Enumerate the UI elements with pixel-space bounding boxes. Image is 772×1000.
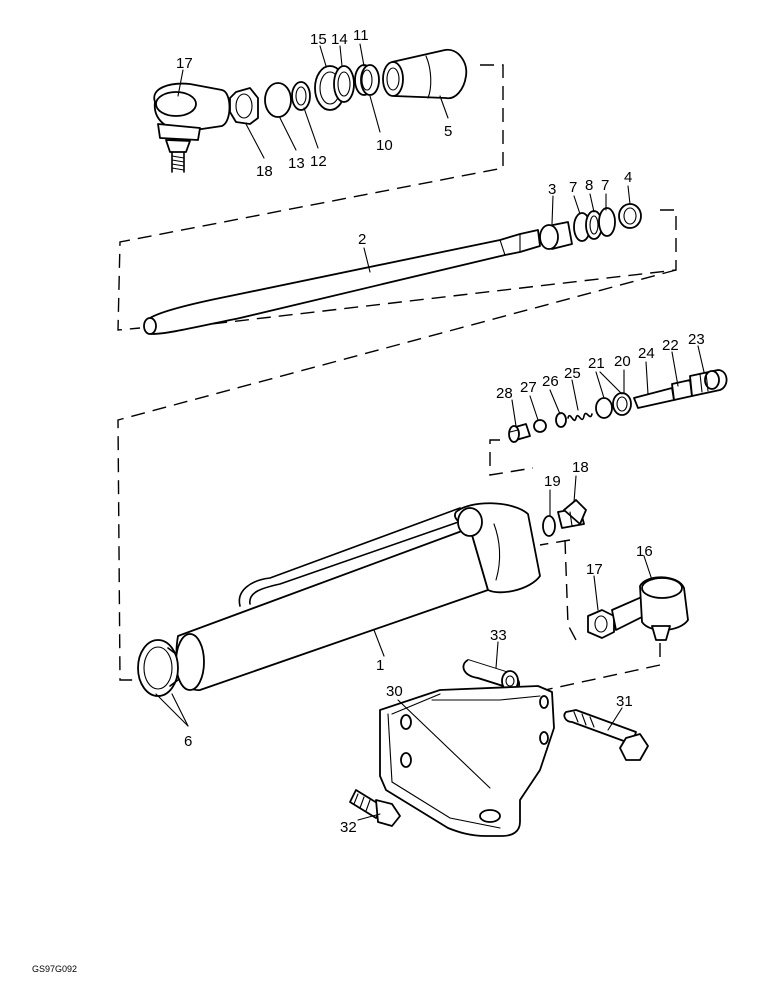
- callout-15: 16: [636, 543, 653, 560]
- callout-13: 14: [331, 31, 348, 48]
- piston-rod-2: [143, 229, 541, 335]
- callout-27: 26: [542, 373, 559, 390]
- callout-3: 3: [548, 181, 556, 198]
- figure-code: GS97G092: [32, 964, 77, 974]
- washer-20: [542, 515, 556, 537]
- callout-12: 13: [288, 155, 305, 172]
- ball-joint-17: [153, 82, 231, 173]
- ball-28: [533, 419, 547, 433]
- bushing-5: [382, 49, 468, 100]
- callout-21: 20: [614, 353, 631, 370]
- callout-18: 18: [256, 163, 273, 180]
- callout-33: 33: [490, 627, 507, 644]
- nut-18: [229, 87, 259, 125]
- bolt-31: [563, 709, 649, 761]
- callout-1: 1: [376, 657, 384, 674]
- spring-27-26: [555, 412, 593, 428]
- callout-24: 23: [688, 331, 705, 348]
- callout-32: 32: [340, 819, 357, 836]
- spring-ring-10-9: [354, 64, 380, 96]
- seal-14-13: [314, 65, 355, 111]
- callout-7b: 7: [601, 177, 609, 194]
- callout-25: 24: [638, 345, 655, 362]
- packing-3: [539, 221, 573, 250]
- packing-7-8-7: [573, 207, 616, 242]
- callout-14: 15: [310, 31, 327, 48]
- screw-32: [349, 789, 401, 827]
- ring-11: [291, 81, 311, 111]
- bracket-30: [379, 685, 555, 837]
- callout-26: 25: [564, 365, 581, 382]
- valve-21-25-23-24: [633, 369, 728, 409]
- grouping-dashed-outlines: [117, 64, 677, 691]
- leader-lines: [155, 43, 705, 821]
- callout-19: 18: [572, 459, 589, 476]
- screw-plug-29: [508, 423, 531, 443]
- callout-20: 19: [544, 473, 561, 490]
- callout-2: 2: [358, 231, 366, 248]
- callout-8: 8: [585, 177, 593, 194]
- callout-17: 17: [176, 55, 193, 72]
- callout-5: 5: [444, 123, 452, 140]
- callout-22: 21: [588, 355, 605, 372]
- callout-6: 6: [184, 733, 192, 750]
- ball-joint-15: [611, 576, 689, 641]
- callout-29: 28: [496, 385, 513, 402]
- callout-16: 17: [586, 561, 603, 578]
- callout-4: 4: [624, 169, 632, 186]
- union-19: [557, 499, 587, 529]
- callout-31: 31: [616, 693, 633, 710]
- callout-9: 10: [376, 137, 393, 154]
- callout-10: 11: [353, 27, 369, 44]
- washer-12: [264, 82, 292, 118]
- callout-30: 30: [386, 683, 403, 700]
- callout-11: 12: [310, 153, 327, 170]
- callout-28: 27: [520, 379, 537, 396]
- callout-labels: 17 18 13 12 15 14 11 10 5 3 7 8 7 4 2 28…: [176, 27, 705, 836]
- nut-16: [587, 609, 615, 639]
- o-rings-22: [595, 392, 632, 419]
- ring-4: [618, 203, 642, 229]
- cylinder-barrel-1: [175, 502, 541, 691]
- snap-rings-6: [137, 639, 179, 697]
- callout-23: 22: [662, 337, 679, 354]
- callout-7a: 7: [569, 179, 577, 196]
- sleeve-33: [462, 659, 521, 692]
